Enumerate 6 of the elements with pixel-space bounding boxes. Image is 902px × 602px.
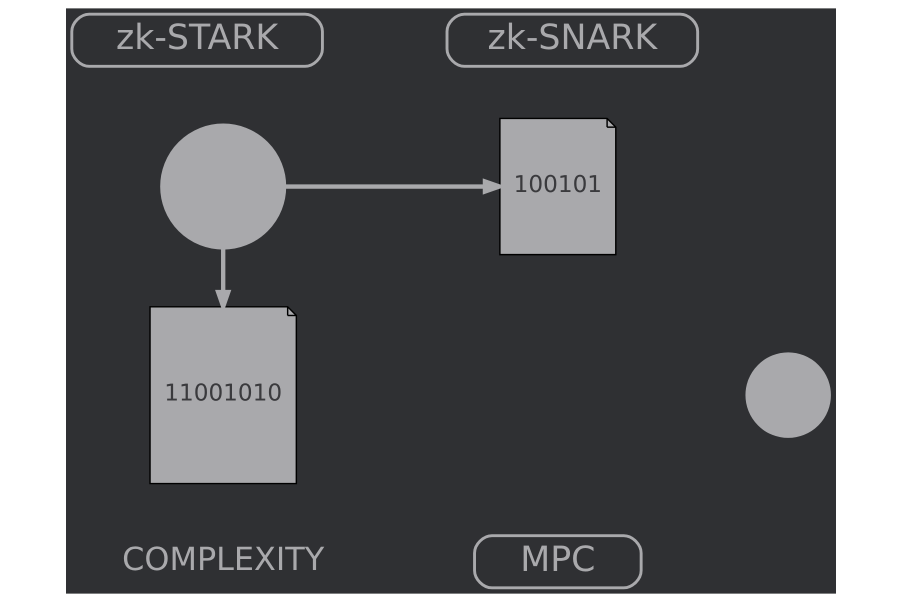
label: COMPLEXITY	[122, 540, 324, 578]
node-circle	[160, 124, 286, 250]
node-circle	[745, 352, 831, 438]
node-box: MPC	[473, 534, 643, 590]
node-box: zk-SNARK	[446, 12, 700, 68]
node-box: zk-STARK	[70, 12, 324, 68]
